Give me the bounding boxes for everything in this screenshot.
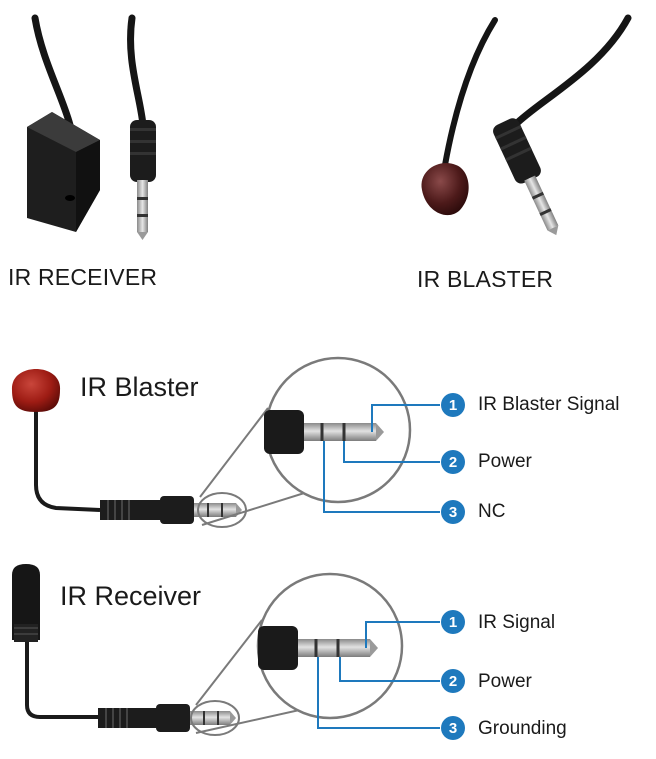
receiver-pin-2-label: Power [478, 671, 532, 692]
receiver-pin-3-badge: 3 [441, 716, 465, 740]
receiver-zoom-source-circle [190, 700, 240, 736]
blaster-small-plug [100, 496, 242, 524]
blaster-pin-3-label: NC [478, 501, 506, 522]
ir-receiver-photo [27, 14, 156, 240]
receiver-pin-1-label: IR Signal [478, 612, 556, 633]
ir-receiver-photo-label: IR RECEIVER [8, 264, 158, 290]
receiver-pin-1-badge: 1 [441, 610, 465, 634]
blaster-zoom-source-circle [197, 492, 247, 528]
ir-blaster-photo-label: IR BLASTER [417, 266, 554, 292]
ir-blaster-photo [421, 14, 632, 236]
ir-receiver-title: IR Receiver [60, 581, 202, 611]
receiver-leader-lines [317, 621, 440, 729]
blaster-pin-1-label: IR Blaster Signal [478, 394, 620, 415]
blaster-zoom-plug [264, 410, 384, 454]
blaster-pin-1-badge: 1 [441, 393, 465, 417]
ir-blaster-diagram [11, 356, 440, 528]
receiver-zoom-plug [258, 626, 378, 670]
receiver-pin-3-label: Grounding [478, 718, 567, 739]
blaster-pin-3-badge: 3 [441, 500, 465, 524]
receiver-pin-2-badge: 2 [441, 669, 465, 693]
ir-blaster-title: IR Blaster [80, 372, 199, 402]
blaster-pin-2-label: Power [478, 451, 532, 472]
receiver-small-plug [98, 704, 236, 732]
blaster-pin-2-badge: 2 [441, 450, 465, 474]
blaster-leader-lines [323, 404, 440, 513]
ir-receiver-diagram [12, 564, 440, 736]
